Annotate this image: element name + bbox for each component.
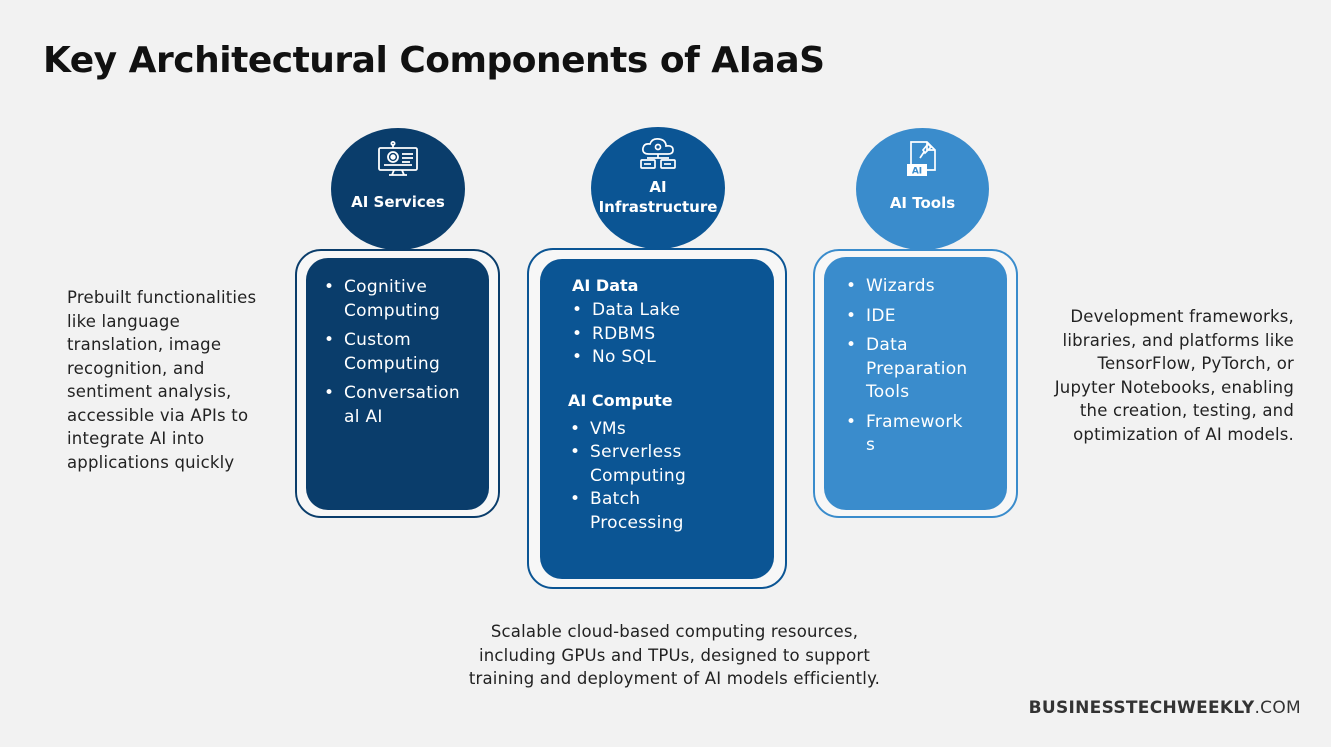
page-title: Key Architectural Components of AIaaS (43, 40, 825, 81)
ai-services-card: Cognitive Computing Custom Computing Con… (306, 258, 489, 510)
ai-infrastructure-circle: AI Infrastructure (591, 127, 725, 249)
ai-infrastructure-label-line2: Infrastructure (598, 198, 718, 216)
ai-tools-label: AI Tools (889, 194, 956, 212)
list-item: IDE (844, 305, 995, 329)
list-item: Batch Processing (568, 488, 688, 535)
ai-document-icon: AI (905, 140, 941, 178)
brand-footer: BUSINESSTECHWEEKLY.COM (1029, 698, 1301, 718)
monitor-ai-icon (376, 140, 420, 178)
ai-tools-description: Development frameworks, libraries, and p… (1054, 307, 1294, 444)
ai-tools-list: Wizards IDE Data Preparation Tools Frame… (844, 275, 995, 458)
ai-infrastructure-label-line1: AI (649, 178, 667, 196)
list-item: Framework s (844, 411, 969, 458)
list-item: VMs (568, 418, 762, 442)
list-item: No SQL (570, 346, 762, 370)
brand-bold: BUSINESSTECHWEEKLY (1028, 698, 1255, 718)
list-item: Serverless Computing (568, 441, 698, 488)
ai-services-description: Prebuilt functionalities like language t… (67, 288, 257, 472)
brand-suffix: .COM (1254, 698, 1301, 718)
ai-services-label: AI Services (351, 193, 445, 211)
ai-data-heading: AI Data (572, 276, 639, 295)
ai-compute-list: VMs Serverless Computing Batch Processin… (568, 418, 762, 536)
list-item: Data Lake (570, 299, 762, 323)
ai-data-list: Data Lake RDBMS No SQL (570, 299, 762, 370)
ai-services-circle: AI Services (331, 128, 465, 250)
ai-tools-circle: AI AI Tools (856, 128, 989, 250)
cloud-server-icon (638, 135, 678, 173)
svg-text:AI: AI (911, 167, 921, 177)
ai-infrastructure-description: Scalable cloud-based computing resources… (468, 622, 881, 688)
ai-tools-card: Wizards IDE Data Preparation Tools Frame… (824, 257, 1007, 510)
list-item: Cognitive Computing (322, 276, 440, 323)
list-item: Custom Computing (322, 329, 440, 376)
ai-services-list: Cognitive Computing Custom Computing Con… (322, 276, 477, 429)
list-item: Wizards (844, 275, 995, 299)
ai-infrastructure-card: AI Data Data Lake RDBMS No SQL AI Comput… (540, 259, 774, 579)
list-item: Data Preparation Tools (844, 334, 967, 405)
ai-compute-heading: AI Compute (568, 390, 673, 410)
list-item: RDBMS (570, 323, 762, 347)
list-item: Conversation al AI (322, 382, 460, 429)
